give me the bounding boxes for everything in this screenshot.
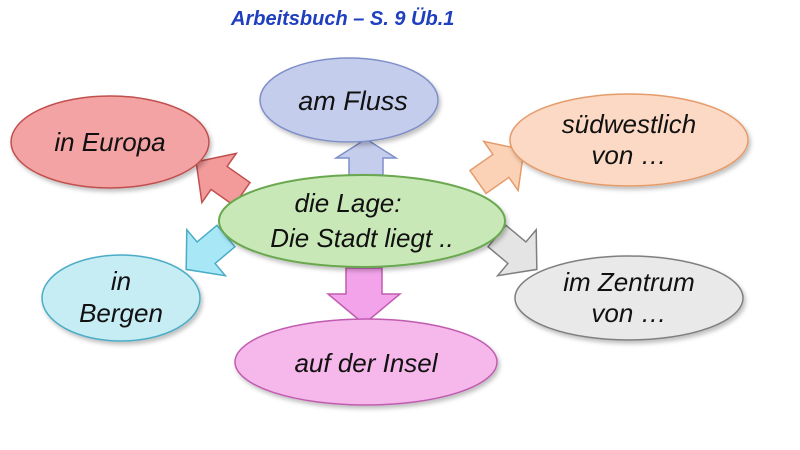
node-auf-der-insel: auf der Insel [234,318,498,406]
node-am-fluss-label: am Fluss [298,86,408,116]
center-label-1: die Lage: [295,188,402,218]
arrow-down-left [185,224,237,277]
center-label-2: Die Stadt liegt .. [270,223,454,253]
arrow-up-right [468,140,525,195]
node-in-bergen-label-1: in [111,266,131,296]
arrow-down-right [486,224,538,277]
node-im-zentrum: im Zentrum von … [514,255,744,341]
page-title: Arbeitsbuch – S. 9 Üb.1 [231,8,455,30]
node-suedwestlich: südwestlich von … [509,93,749,187]
arrow-up-left [195,152,252,207]
arrow-down [325,267,403,325]
node-suedwestlich-label-2: von … [591,140,666,170]
node-in-bergen: in Bergen [41,254,201,342]
arrow-up [333,138,399,176]
node-im-zentrum-label-1: im Zentrum [563,267,694,297]
node-in-bergen-label-2: Bergen [79,298,163,328]
node-im-zentrum-label-2: von … [591,298,666,328]
node-suedwestlich-label-1: südwestlich [562,109,696,139]
node-in-europa-label: in Europa [54,127,165,157]
node-center: die Lage: Die Stadt liegt .. [218,174,506,268]
node-am-fluss: am Fluss [259,57,439,143]
node-auf-der-insel-label: auf der Insel [294,348,438,378]
node-in-europa: in Europa [10,95,210,189]
